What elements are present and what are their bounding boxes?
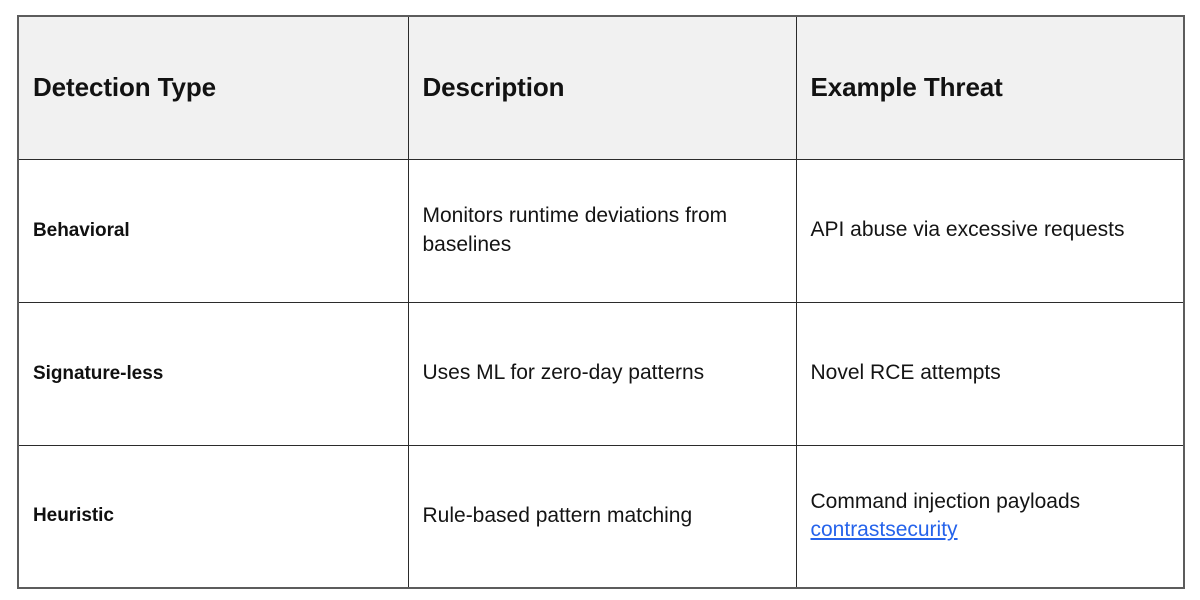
cell-description: Monitors runtime deviations from baselin… xyxy=(407,158,797,303)
cell-detection-type: Signature-less xyxy=(17,301,409,446)
table-header: Detection Type Description Example Threa… xyxy=(17,15,1185,160)
threat-text: API abuse via excessive requests xyxy=(810,218,1125,242)
cell-description: Rule-based pattern matching xyxy=(407,444,797,589)
cell-description: Uses ML for zero-day patterns xyxy=(407,301,797,446)
detection-types-table: Detection Type Description Example Threa… xyxy=(17,15,1185,589)
column-header-example-threat: Example Threat xyxy=(795,15,1185,160)
cell-detection-type: Behavioral xyxy=(17,158,409,303)
cell-example-threat: API abuse via excessive requests xyxy=(795,158,1185,303)
table-row: Behavioral Monitors runtime deviations f… xyxy=(17,158,1185,303)
table-row: Signature-less Uses ML for zero-day patt… xyxy=(17,301,1185,446)
threat-text: Command injection payloads xyxy=(810,489,1081,513)
threat-text: Novel RCE attempts xyxy=(810,361,1001,385)
column-header-detection-type: Detection Type xyxy=(17,15,409,160)
table-row: Heuristic Rule-based pattern matching Co… xyxy=(17,444,1185,589)
table-body: Behavioral Monitors runtime deviations f… xyxy=(17,158,1185,589)
source-link-contrastsecurity[interactable]: contrastsecurity xyxy=(810,518,958,542)
table-header-row: Detection Type Description Example Threa… xyxy=(17,15,1185,160)
cell-example-threat: Novel RCE attempts xyxy=(795,301,1185,446)
cell-example-threat: Command injection payloads contrastsecur… xyxy=(795,444,1185,589)
column-header-description: Description xyxy=(407,15,797,160)
cell-detection-type: Heuristic xyxy=(17,444,409,589)
